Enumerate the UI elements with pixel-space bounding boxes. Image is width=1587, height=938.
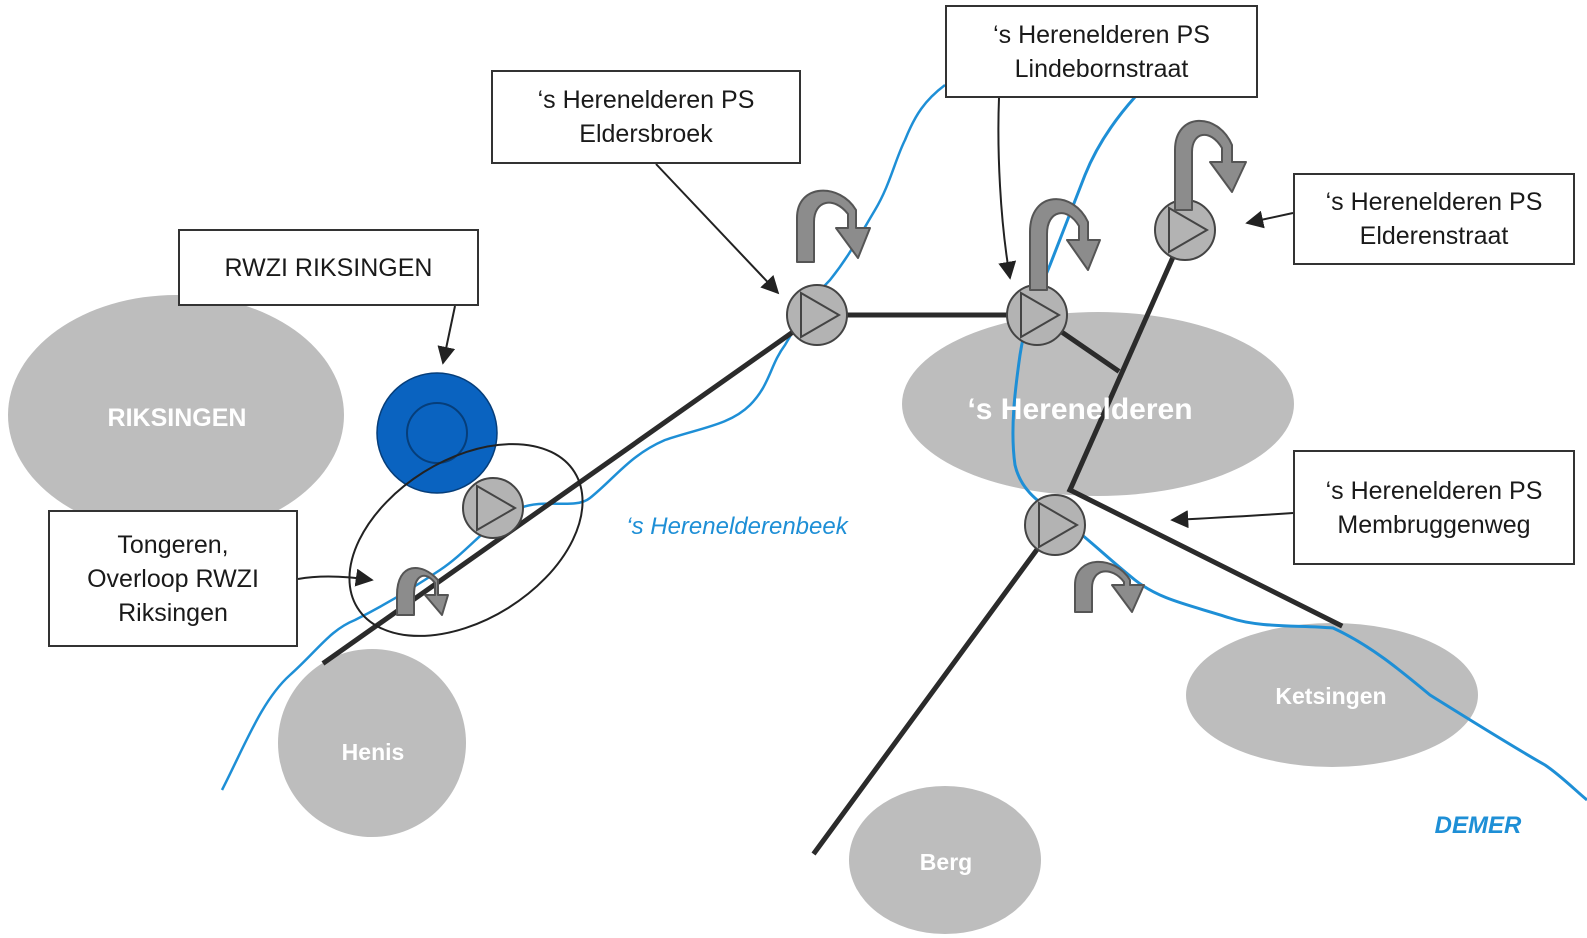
label-ps-elderenstraat: ‘s Herenelderen PS Elderenstraat <box>1293 173 1575 265</box>
label-line: Tongeren, <box>117 530 229 559</box>
label-line: Overloop RWZI <box>87 564 259 593</box>
label-ps-membruggenweg: ‘s Herenelderen PS Membruggenweg <box>1293 450 1575 565</box>
village-label-berg: Berg <box>920 849 972 875</box>
label-line: Lindebornstraat <box>1014 54 1189 83</box>
label-ps-eldersbroek: ‘s Herenelderen PS Eldersbroek <box>491 70 801 164</box>
label-ps-lindebornstraat: ‘s Herenelderen PS Lindebornstraat <box>945 5 1258 98</box>
label-line: ‘s Herenelderen PS <box>993 20 1210 49</box>
label-line: ‘s Herenelderen PS <box>1325 476 1543 505</box>
label-line: Riksingen <box>118 598 228 627</box>
label-line: RWZI RIKSINGEN <box>224 253 433 282</box>
curved-flow-arrow-icon <box>1029 198 1101 291</box>
river-demer <box>1011 96 1587 802</box>
village-label-henis: Henis <box>342 739 405 765</box>
overflow-area-outline <box>348 443 584 637</box>
village-riksingen <box>8 295 344 535</box>
label-line: Membruggenweg <box>1337 510 1531 539</box>
pump-station-icon <box>1024 494 1086 556</box>
curved-flow-arrow-icon <box>1074 560 1145 613</box>
treatment-plant-icon <box>376 372 498 494</box>
pump-station-icon <box>1006 284 1068 346</box>
river-herenelderenbeek <box>220 84 946 791</box>
label-line: Eldersbroek <box>579 120 713 148</box>
curved-flow-arrow-icon <box>796 189 871 263</box>
village-label-ketsingen: Ketsingen <box>1275 683 1386 709</box>
pump-station-icon <box>462 477 524 539</box>
village-label-riksingen: RIKSINGEN <box>108 404 247 432</box>
pump-station-icon <box>786 284 848 346</box>
curved-flow-arrow-icon <box>396 567 449 616</box>
village-henis <box>278 649 466 837</box>
label-line: ‘s Herenelderen PS <box>537 86 755 114</box>
river-label-demer: DEMER <box>1435 812 1522 839</box>
village-ketsingen <box>1186 623 1478 767</box>
label-rwzi-riksingen: RWZI RIKSINGEN <box>178 229 479 306</box>
village-herenelderen <box>902 312 1294 496</box>
label-overloop-rwzi: Tongeren, Overloop RWZI Riksingen <box>48 510 298 647</box>
label-line: ‘s Herenelderen PS <box>1325 188 1543 216</box>
curved-flow-arrow-icon <box>1174 119 1247 211</box>
village-label-herenelderen: ‘s Herenelderen <box>967 393 1192 426</box>
label-line: Elderenstraat <box>1359 222 1509 250</box>
village-berg <box>849 786 1041 934</box>
label-pointer-arrows <box>297 97 1294 587</box>
river-label-herenelderenbeek: ‘s Herenelderenbeek <box>626 513 849 540</box>
